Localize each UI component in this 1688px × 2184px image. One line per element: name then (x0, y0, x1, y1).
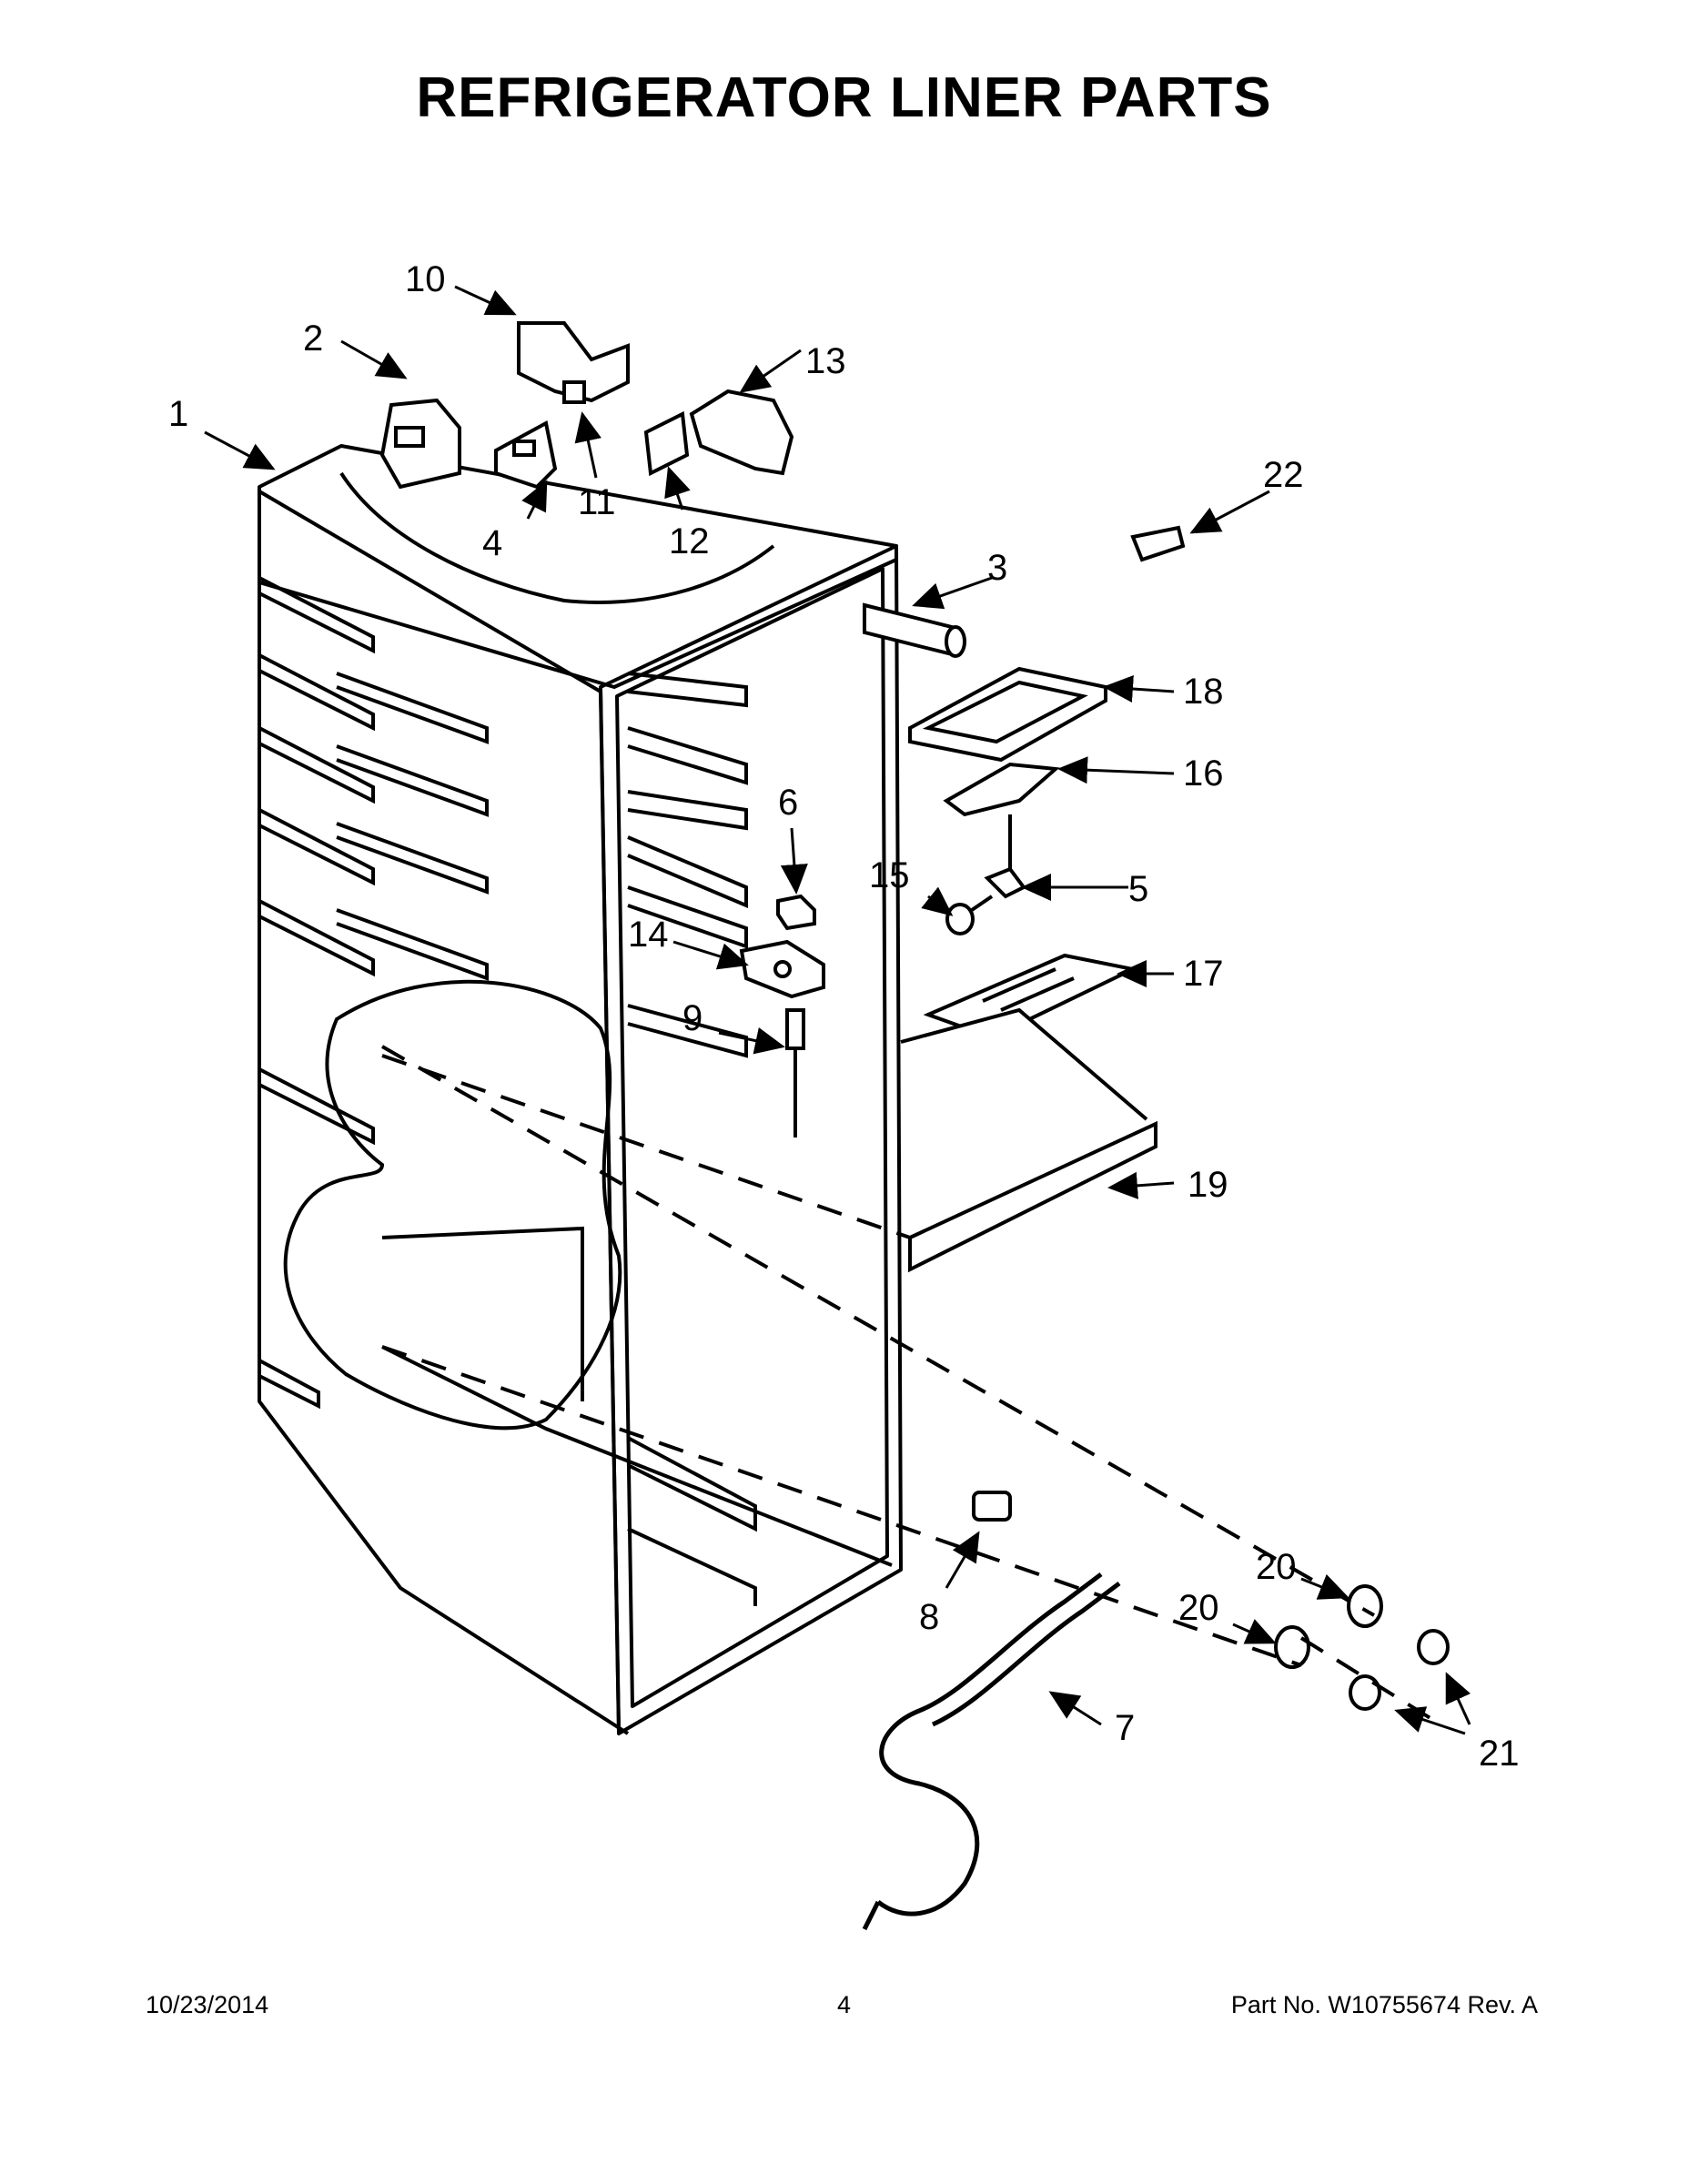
part-18-light-housing (908, 666, 1107, 763)
liner-shelf-ribs-right (627, 672, 748, 1058)
part-16-light-socket (943, 762, 1060, 874)
callout-15: 15 (869, 855, 910, 895)
callout-13: 13 (805, 341, 846, 381)
callout-14: 14 (628, 915, 669, 955)
part-14-light-housing (739, 939, 825, 999)
callout-5: 5 (1128, 869, 1148, 909)
callout-7: 7 (1115, 1708, 1135, 1748)
footer-part-number: Part No. W10755674 Rev. A (1230, 1991, 1538, 2018)
callout-11: 11 (578, 482, 616, 522)
part-4-bracket (494, 420, 558, 490)
callout-9: 9 (682, 998, 702, 1038)
part-19-cover-panel (900, 1007, 1157, 1273)
callout-16: 16 (1183, 753, 1224, 794)
callout-20-upper: 20 (1256, 1547, 1297, 1587)
callout-labels: 1 2 10 13 22 3 18 16 5 17 19 4 11 12 6 1… (168, 259, 1520, 1774)
part-5-switch (984, 866, 1027, 899)
callout-21: 21 (1479, 1734, 1520, 1774)
part-2-control-module (379, 398, 461, 490)
callout-19: 19 (1188, 1165, 1228, 1205)
assembly-dashed-lines (381, 1045, 1435, 1722)
part-20-bumpers (1274, 1584, 1383, 1669)
part-7-water-tube (862, 1572, 1121, 1931)
callout-18: 18 (1183, 672, 1224, 712)
callout-2: 2 (303, 318, 323, 359)
callout-12: 12 (669, 521, 710, 561)
callout-8: 8 (919, 1597, 939, 1637)
part-9-thermistor (785, 1008, 805, 1138)
callout-4: 4 (482, 523, 502, 563)
part-10-air-duct (517, 321, 630, 403)
liner-cabinet (258, 444, 903, 1735)
footer-date: 10/23/2014 (146, 1991, 269, 2018)
page-title: REFRIGERATOR LINER PARTS (416, 66, 1272, 129)
callout-1: 1 (168, 394, 188, 434)
callout-20-lower: 20 (1178, 1588, 1219, 1628)
part-15-light-bulb (945, 895, 994, 935)
part-6-switch-block (776, 894, 816, 931)
part-8-fitting (972, 1491, 1012, 1522)
leader-arrows (204, 285, 1471, 1735)
callout-10: 10 (405, 259, 446, 299)
callout-22: 22 (1263, 455, 1304, 495)
part-11-connector (562, 380, 586, 404)
part-3-water-filter (863, 602, 966, 658)
part-22-clip (1130, 525, 1186, 562)
part-13-housing (689, 389, 794, 476)
liner-shelf-ribs-left (258, 576, 489, 1410)
callout-3: 3 (987, 548, 1007, 588)
part-12-plate (643, 410, 690, 477)
footer-page-number: 4 (836, 1991, 852, 2018)
liner-cutaway (283, 979, 893, 1606)
callout-17: 17 (1183, 954, 1224, 994)
callout-6: 6 (778, 783, 798, 823)
part-21-screws (1349, 1629, 1450, 1711)
